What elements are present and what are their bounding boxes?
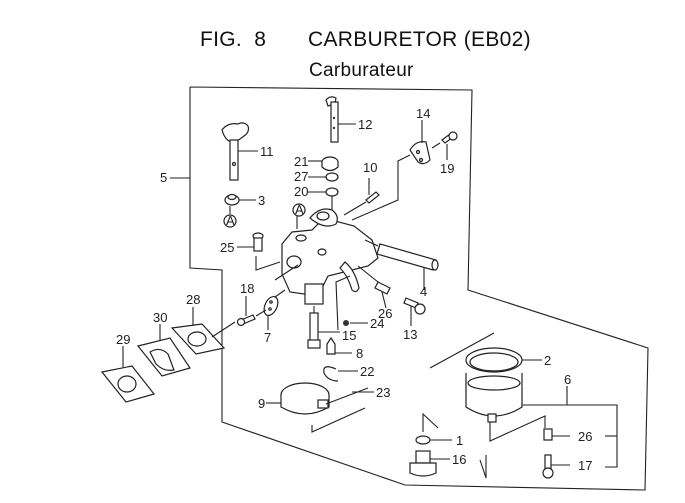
callout-16: 16	[452, 452, 466, 467]
callout-15: 15	[342, 328, 356, 343]
callout-11: 11	[260, 144, 274, 159]
callout-8: 8	[356, 346, 363, 361]
callout-12: 12	[358, 117, 372, 132]
callout-26: 26	[378, 306, 392, 321]
part-1-washer	[415, 412, 452, 445]
figure-title: CARBURETOR (EB02)	[308, 28, 531, 51]
part-24-ball	[335, 275, 368, 331]
callout-26: 26	[578, 429, 592, 444]
part-30-insulator	[136, 324, 191, 377]
callout-1: 1	[456, 433, 463, 448]
callout-9: 9	[258, 396, 265, 411]
callout-4: 4	[420, 284, 427, 299]
part-26-spring	[357, 265, 391, 309]
part-25-screw	[237, 232, 281, 271]
part-13-screw	[403, 297, 426, 326]
carburetor-body	[274, 203, 379, 305]
callout-23: 23	[376, 385, 390, 400]
part-17-screw	[542, 454, 570, 479]
callout-30: 30	[153, 310, 167, 325]
figure-subtitle: Carburateur	[309, 60, 414, 81]
part-23-float-pin	[325, 387, 374, 405]
callout-2: 2	[544, 353, 551, 368]
callout-5: 5	[160, 170, 167, 185]
part-11-choke-shaft	[221, 122, 258, 181]
callout-17: 17	[578, 458, 592, 473]
callout-18: 18	[240, 281, 254, 296]
callout-20: 20	[294, 184, 308, 199]
callout-14: 14	[416, 106, 430, 121]
part-27-washer	[308, 172, 339, 182]
part-26-jet	[543, 428, 570, 441]
float-bowl	[465, 373, 546, 442]
part-16-drain-bolt	[409, 450, 487, 479]
part-4-tube	[364, 239, 439, 290]
part-9-float	[266, 382, 366, 433]
callout-22: 22	[360, 364, 374, 379]
part-10-screw	[343, 178, 380, 216]
ref-marker-a: A	[295, 202, 304, 217]
part-20-seal	[308, 187, 339, 210]
part-15-main-nozzle	[307, 306, 340, 349]
part-2-bowl-gasket	[429, 332, 542, 373]
callout-25: 25	[220, 240, 234, 255]
callout-21: 21	[294, 154, 308, 169]
callout-3: 3	[258, 193, 265, 208]
callout-28: 28	[186, 292, 200, 307]
ref-marker-a: A	[226, 213, 235, 228]
part-12-throttle-shaft	[325, 96, 356, 143]
callout-29: 29	[116, 332, 130, 347]
assembly-outline	[189, 86, 649, 491]
part-14-plate	[351, 120, 431, 221]
part-18-screw	[236, 296, 256, 327]
callout-27: 27	[294, 169, 308, 184]
callout-13: 13	[403, 327, 417, 342]
figure-number: FIG. 8	[200, 28, 267, 51]
part-22-clip	[323, 366, 358, 382]
part-28-gasket	[170, 307, 236, 355]
callout-10: 10	[363, 160, 377, 175]
callout-6: 6	[564, 372, 571, 387]
part-7-throttle-plate	[255, 289, 286, 330]
part-21-cap	[308, 156, 339, 172]
part-19-screw	[431, 131, 458, 160]
part-3-bushing	[223, 193, 256, 228]
callout-24: 24	[370, 316, 384, 331]
part-8-float-needle	[326, 336, 352, 355]
part-6-bracket	[522, 386, 618, 468]
part-29-gasket	[100, 346, 156, 403]
callout-19: 19	[440, 161, 454, 176]
callout-7: 7	[264, 330, 271, 345]
